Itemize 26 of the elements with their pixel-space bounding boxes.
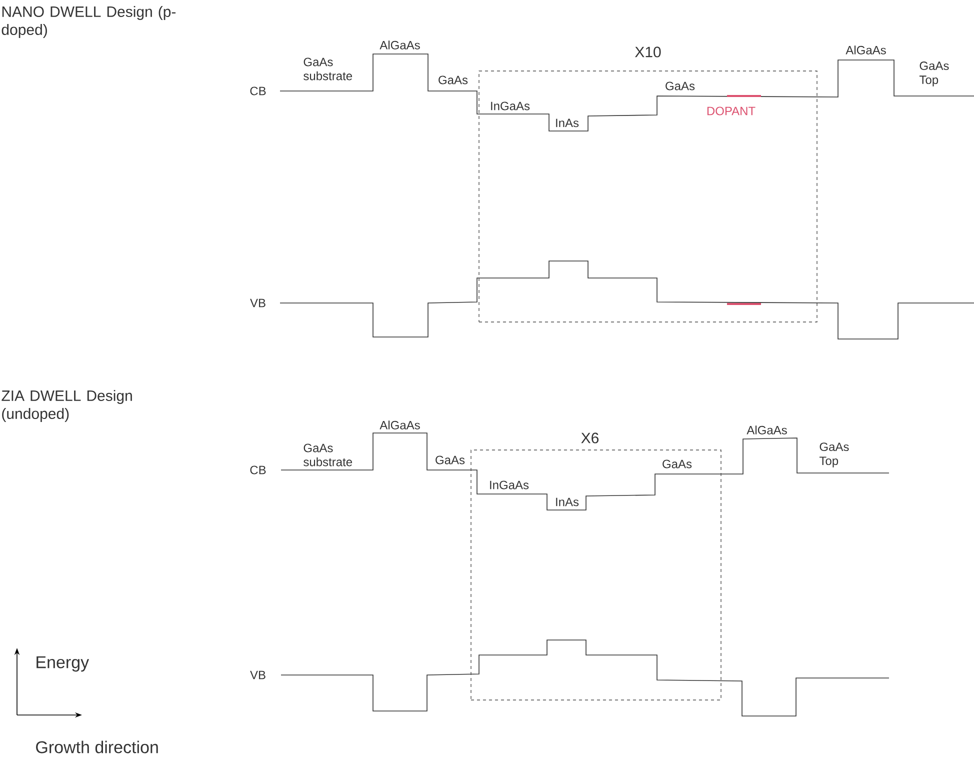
layer-label: InGaAs bbox=[491, 102, 530, 110]
layer-label: AlGaAs bbox=[380, 40, 420, 50]
layer-label: DOPANT bbox=[707, 106, 756, 116]
node-label: X6 bbox=[581, 432, 599, 444]
layer-label: GaAs bbox=[666, 82, 695, 90]
layer-label: GaAs Top bbox=[919, 62, 949, 86]
section-title: NANO DWELL Design (p- doped) bbox=[2, 6, 176, 38]
layer-label: InGaAs bbox=[490, 480, 529, 490]
layer-label: GaAs substrate bbox=[304, 58, 352, 80]
layer-label: AlGaAs bbox=[846, 46, 886, 54]
layer-label: AlGaAs bbox=[746, 426, 787, 434]
layer-label: GaAs substrate bbox=[304, 444, 352, 466]
layer-label: InAs bbox=[556, 498, 579, 506]
axis-label: Growth direction bbox=[36, 740, 158, 754]
layer-label: GaAs bbox=[438, 76, 468, 84]
axis-label: Energy bbox=[36, 656, 90, 672]
band-label: CB bbox=[250, 86, 266, 96]
node-label: X10 bbox=[634, 46, 661, 58]
band-label: VB bbox=[250, 670, 266, 680]
band-label: CB bbox=[250, 466, 266, 474]
section-title: ZIA DWELL Design (undoped) bbox=[2, 390, 132, 422]
band-label: VB bbox=[250, 298, 266, 308]
layer-label: GaAs Top bbox=[819, 442, 849, 468]
layer-label: AlGaAs bbox=[380, 420, 420, 430]
layer-label: GaAs bbox=[662, 460, 692, 468]
layer-label: InAs bbox=[556, 118, 579, 128]
